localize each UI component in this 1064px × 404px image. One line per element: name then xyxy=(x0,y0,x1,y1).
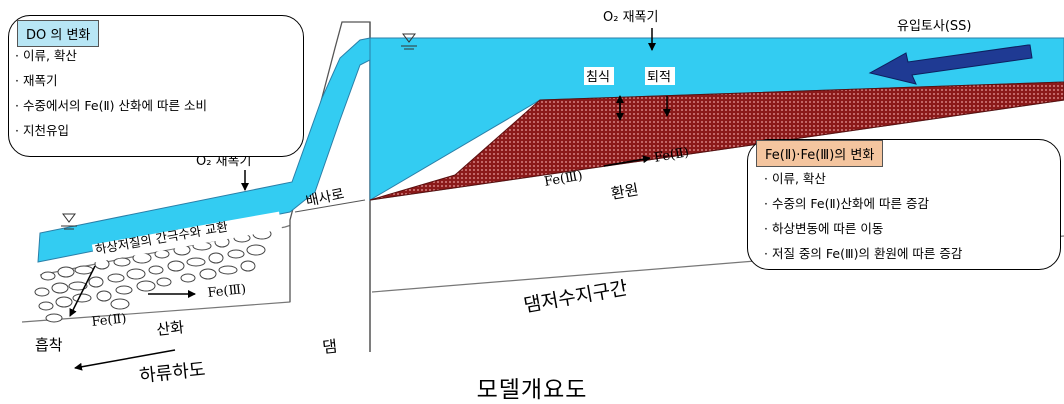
gravel-stone xyxy=(180,273,196,283)
do-change-box: DO 의 변화 이류, 확산 재폭기 수중에서의 Fe(Ⅱ) 산화에 따른 소비… xyxy=(8,15,304,157)
gravel-stone xyxy=(40,271,56,281)
reaeration-left-label: O₂ 재폭기 xyxy=(196,154,251,169)
inflow-label: 유입토사(SS) xyxy=(897,19,972,34)
deposition-label: 퇴적 xyxy=(647,70,671,85)
gravel-stone xyxy=(68,281,88,291)
gravel-stone xyxy=(246,244,266,256)
fe2-downstream-label: Fe(Ⅱ) xyxy=(91,311,127,330)
gravel-stone xyxy=(72,293,92,303)
figure-caption: 모델개요도 xyxy=(476,377,588,403)
reservoir-section-label: 댐저수지구간 xyxy=(522,277,629,317)
list-item: 하상변동에 따른 이동 xyxy=(764,216,962,241)
gravel-stone xyxy=(110,298,130,310)
gravel-stone xyxy=(34,287,50,297)
list-item: 수중의 Fe(Ⅱ)산화에 따른 증감 xyxy=(764,191,962,216)
gravel-stone xyxy=(88,276,104,288)
list-item: 이류, 확산 xyxy=(15,43,207,68)
fe3-downstream-label: Fe(Ⅲ) xyxy=(207,282,247,301)
list-item: 이류, 확산 xyxy=(764,166,962,191)
fe3-reservoir-label: Fe(Ⅲ) xyxy=(543,168,584,189)
fe2-reservoir-label: Fe(Ⅱ) xyxy=(653,145,690,166)
gravel-stone xyxy=(167,260,185,272)
gravel-stone xyxy=(227,249,245,259)
dam-label: 댐 xyxy=(321,337,338,357)
reduction-label: 환원 xyxy=(610,180,640,203)
adsorption-label: 흡착 xyxy=(35,336,63,354)
gravel-stone xyxy=(74,265,94,275)
gravel-stone xyxy=(208,252,224,264)
gravel-stone xyxy=(55,296,73,308)
reduction-arrow-icon xyxy=(603,155,651,167)
gravel-stone xyxy=(136,280,156,292)
oxidation-label: 산화 xyxy=(156,318,186,339)
sediment-deposit xyxy=(369,81,1064,201)
gravel-stone xyxy=(38,301,54,311)
water-level-icon xyxy=(61,213,77,230)
spillway-label: 배사로 xyxy=(305,186,346,210)
gravel-stone xyxy=(107,273,125,283)
gravel-stone xyxy=(57,266,75,278)
water-level-icon xyxy=(401,33,417,50)
gravel-stone xyxy=(51,282,69,294)
list-item: 재폭기 xyxy=(15,68,207,93)
spillway-water xyxy=(37,37,371,263)
gravel-stone xyxy=(148,265,164,275)
fe-change-box: Fe(Ⅱ)·Fe(Ⅲ)의 변화 이류, 확산 수중의 Fe(Ⅱ)산화에 따른 증… xyxy=(747,139,1061,270)
gravel-stone xyxy=(113,257,131,267)
list-item: 저질 중의 Fe(Ⅲ)의 환원에 따른 증감 xyxy=(764,241,962,266)
gravel-stone xyxy=(218,265,238,275)
list-item: 수중에서의 Fe(Ⅱ) 산화에 따른 소비 xyxy=(15,93,207,118)
gravel-stone xyxy=(126,268,146,280)
inflow-arrow-icon xyxy=(868,44,1033,85)
gravel-stone xyxy=(186,257,206,267)
gravel-bed xyxy=(34,228,272,323)
gravel-stone xyxy=(156,277,172,287)
list-item: 지천유입 xyxy=(15,118,207,143)
exchange-label-bg xyxy=(91,211,283,263)
do-change-list: 이류, 확산 재폭기 수중에서의 Fe(Ⅱ) 산화에 따른 소비 지천유입 xyxy=(15,43,207,143)
gravel-stone xyxy=(240,260,256,272)
gravel-stone xyxy=(115,285,133,295)
gravel-stone xyxy=(96,290,112,302)
reaeration-top-label: O₂ 재폭기 xyxy=(603,10,658,25)
fe-change-list: 이류, 확산 수중의 Fe(Ⅱ)산화에 따른 증감 하상변동에 따른 이동 저질… xyxy=(764,166,962,266)
fe-change-title: Fe(Ⅱ)·Fe(Ⅲ)의 변화 xyxy=(756,140,884,167)
adsorption-arrow-icon xyxy=(69,265,96,317)
gravel-stone xyxy=(199,268,217,280)
downstream-arrow-icon xyxy=(74,349,176,371)
erosion-label: 침식 xyxy=(586,70,610,85)
spillway-line xyxy=(294,199,366,213)
gravel-stone xyxy=(45,313,63,323)
